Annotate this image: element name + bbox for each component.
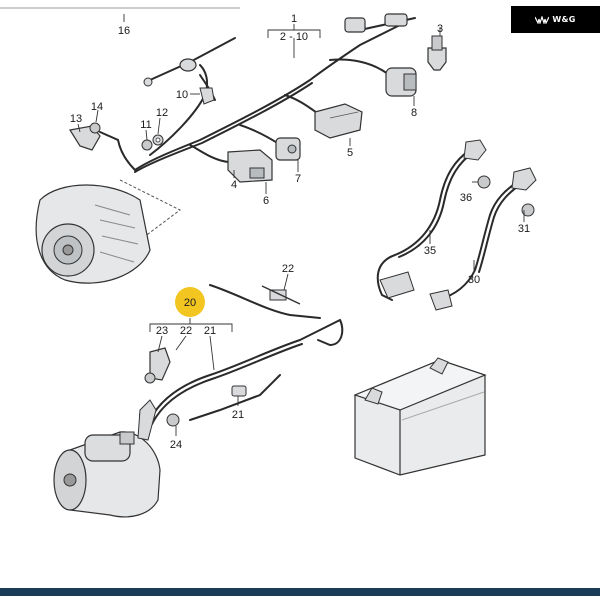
- brand-logo: W&G: [511, 6, 600, 33]
- callout-4: 4: [231, 179, 237, 191]
- callout-22-top: 22: [282, 263, 294, 275]
- battery-cable-35: [376, 149, 475, 301]
- footer-bar: [0, 588, 600, 596]
- battery: [353, 357, 487, 476]
- bolt-36: [477, 175, 491, 189]
- starter-wiring-harness: [139, 284, 344, 426]
- starter-motor: [53, 431, 161, 518]
- clip-3: [427, 35, 447, 71]
- callout-5: 5: [347, 147, 353, 159]
- callout-24: 24: [170, 439, 182, 451]
- callout-30: 30: [468, 274, 480, 286]
- callout-21: 21: [232, 409, 244, 421]
- callout-10: 10: [176, 89, 188, 101]
- callout-16: 16: [118, 25, 130, 37]
- callout-31: 31: [518, 223, 530, 235]
- callout-23: 23: [156, 325, 168, 337]
- callout-12: 12: [156, 107, 168, 119]
- callout-21-top: 21: [204, 325, 216, 337]
- callout-8: 8: [411, 107, 417, 119]
- callout-6: 6: [263, 195, 269, 207]
- wings-icon: [535, 15, 550, 24]
- connector-7: [275, 137, 301, 161]
- callout-3: 3: [437, 23, 443, 35]
- callout-7: 7: [295, 173, 301, 185]
- alternator-leader: [119, 179, 181, 241]
- nut-24: [166, 413, 180, 427]
- callout-22: 22: [180, 325, 192, 337]
- terminal-22: [261, 285, 301, 305]
- callout-36: 36: [460, 192, 472, 204]
- callout-13: 13: [70, 113, 82, 125]
- grommet-23: [144, 347, 171, 384]
- leader-lines: [77, 14, 525, 436]
- alternator: [35, 184, 151, 284]
- cable-end-35: [379, 139, 487, 299]
- grommet-16: [143, 58, 197, 87]
- callout-11: 11: [140, 119, 151, 131]
- callout-14: 14: [91, 101, 103, 113]
- washer-12: [152, 134, 164, 146]
- connector-4-6: [227, 149, 273, 183]
- cable-end-30: [429, 167, 537, 311]
- connector-8: [385, 67, 417, 97]
- connector-top: [344, 13, 408, 33]
- bolt-31: [521, 203, 535, 217]
- nut-14: [89, 122, 101, 134]
- starter-lug: [137, 399, 157, 441]
- battery-cable-30: [437, 179, 525, 301]
- callout-20: 20: [184, 297, 196, 309]
- clip-10: [199, 87, 215, 105]
- callout-2-10: 2 - 10: [280, 31, 308, 43]
- callout-35: 35: [424, 245, 436, 257]
- connector-5: [314, 103, 363, 139]
- nut-11: [141, 139, 153, 151]
- highlight-circle: [175, 287, 205, 317]
- clip-21: [231, 385, 247, 397]
- brand-text: W&G: [552, 15, 576, 24]
- callout-1: 1: [291, 13, 297, 25]
